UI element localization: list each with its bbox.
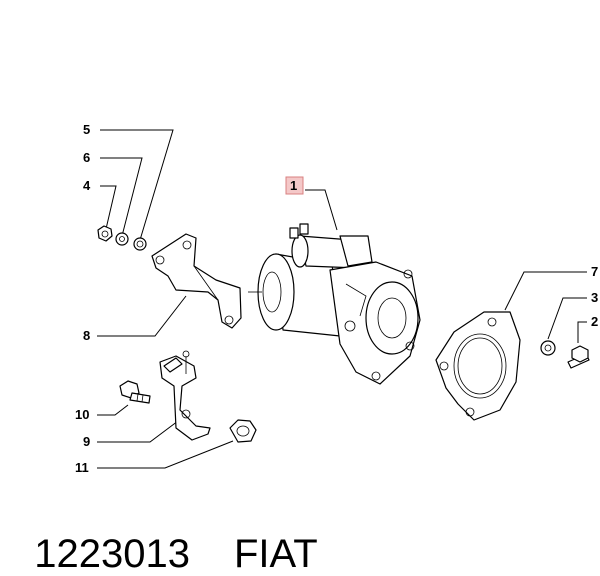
leader-line-8 xyxy=(97,295,187,337)
washer-part-3 xyxy=(540,340,556,356)
leader-line-1 xyxy=(305,189,338,231)
leader-line-2 xyxy=(577,321,587,343)
leader-line-11 xyxy=(97,440,234,469)
callout-11: 11 xyxy=(75,460,89,475)
callout-9: 9 xyxy=(83,434,90,449)
leader-line-6 xyxy=(100,157,143,237)
starter-motor-part-1 xyxy=(248,223,421,385)
nut-part-4 xyxy=(97,225,113,242)
bolt-part-2 xyxy=(567,345,590,369)
callout-1-highlight xyxy=(285,176,304,195)
part-number: 1223013 xyxy=(34,532,190,576)
callout-2: 2 xyxy=(591,314,598,329)
callout-4: 4 xyxy=(83,178,91,193)
callout-10: 10 xyxy=(75,407,89,422)
leader-line-5 xyxy=(100,129,174,241)
leader-line-10 xyxy=(97,404,129,416)
leader-lines xyxy=(97,129,587,469)
callout-7: 7 xyxy=(591,264,598,279)
clip-bracket-part-9 xyxy=(159,350,211,441)
leader-line-9 xyxy=(97,417,183,443)
washer-part-5 xyxy=(133,237,147,251)
leader-line-7 xyxy=(504,271,587,311)
callout-5: 5 xyxy=(83,122,90,137)
nut-part-11 xyxy=(229,419,257,443)
leader-line-4 xyxy=(100,185,117,230)
leader-line-3 xyxy=(547,297,587,340)
callout-8: 8 xyxy=(83,328,90,343)
gasket-part-7 xyxy=(435,311,521,421)
washer-part-6 xyxy=(115,232,129,246)
callout-6: 6 xyxy=(83,150,90,165)
callout-labels: 5 6 4 8 1 7 3 2 10 9 11 xyxy=(75,122,598,475)
callout-3: 3 xyxy=(591,290,598,305)
bolt-part-10 xyxy=(119,380,151,404)
part-caption: 1223013 FIAT xyxy=(12,494,318,576)
callout-1: 1 xyxy=(290,178,297,193)
bracket-part-8 xyxy=(151,233,242,329)
brand-name: FIAT xyxy=(233,532,318,576)
